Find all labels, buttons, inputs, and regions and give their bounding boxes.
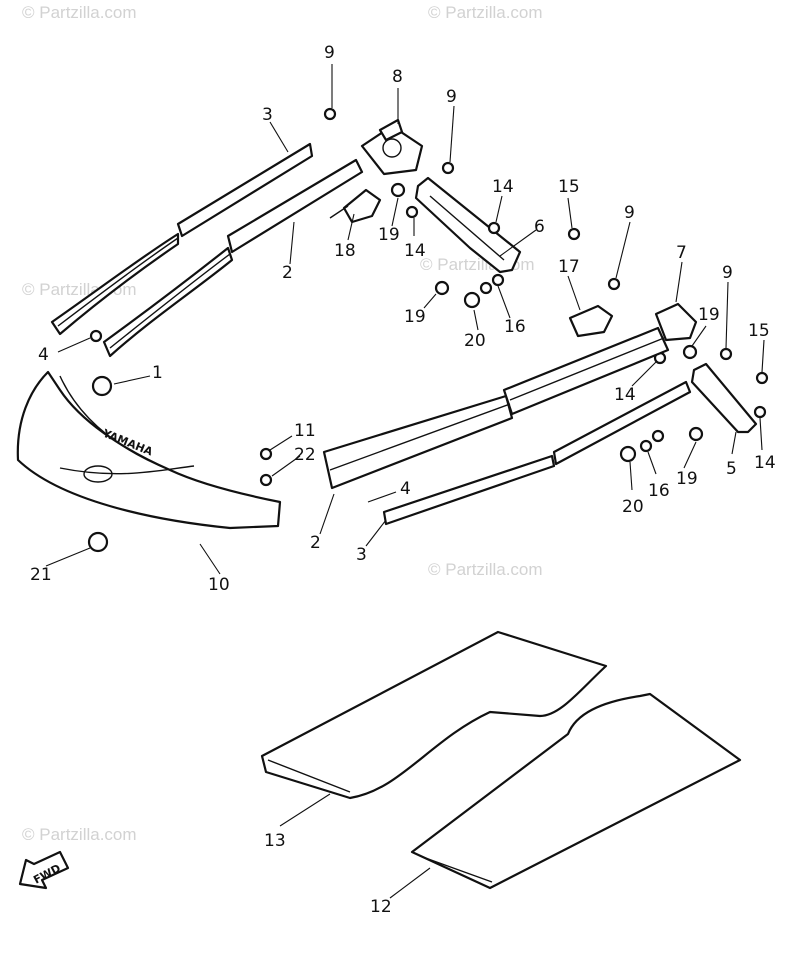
callout-14: 14 xyxy=(492,177,514,197)
callout-19: 19 xyxy=(378,225,400,245)
callout-3: 3 xyxy=(356,545,367,565)
watermark: © Partzilla.com xyxy=(22,3,137,22)
callout-7: 7 xyxy=(676,243,687,263)
callout-22: 22 xyxy=(294,445,316,465)
callout-12: 12 xyxy=(370,897,392,917)
leader-lines xyxy=(45,64,765,899)
watermark: © Partzilla.com xyxy=(428,560,543,579)
callout-20: 20 xyxy=(622,497,644,517)
callout-19: 19 xyxy=(404,307,426,327)
callout-14: 14 xyxy=(754,453,776,473)
part-17 xyxy=(568,304,614,338)
callout-11: 11 xyxy=(294,421,316,441)
callout-9: 9 xyxy=(446,87,457,107)
callout-9: 9 xyxy=(624,203,635,223)
callout-3: 3 xyxy=(262,105,273,125)
rail-2-lower xyxy=(322,326,670,490)
callout-14: 14 xyxy=(614,385,636,405)
bracket-8 xyxy=(360,118,424,176)
callout-4: 4 xyxy=(38,345,49,365)
callout-9: 9 xyxy=(722,263,733,283)
callout-14: 14 xyxy=(404,241,426,261)
part-18 xyxy=(329,188,382,224)
callout-10: 10 xyxy=(208,575,230,595)
mat-13 xyxy=(260,630,608,800)
callout-16: 16 xyxy=(504,317,526,337)
callout-13: 13 xyxy=(264,831,286,851)
rail-3-upper xyxy=(50,142,314,336)
callout-9: 9 xyxy=(324,43,335,63)
callout-16: 16 xyxy=(648,481,670,501)
watermarks: © Partzilla.com © Partzilla.com © Partzi… xyxy=(22,3,543,844)
hardware xyxy=(87,107,769,553)
callout-1: 1 xyxy=(152,363,163,383)
callout-15: 15 xyxy=(748,321,770,341)
callout-17: 17 xyxy=(558,257,580,277)
rail-3-lower xyxy=(382,380,692,526)
callout-20: 20 xyxy=(464,331,486,351)
callout-18: 18 xyxy=(334,241,356,261)
callout-5: 5 xyxy=(726,459,737,479)
callout-4: 4 xyxy=(400,479,411,499)
callout-8: 8 xyxy=(392,67,403,87)
bracket-6 xyxy=(414,176,522,274)
callout-15: 15 xyxy=(558,177,580,197)
callout-2: 2 xyxy=(282,263,293,283)
callout-21: 21 xyxy=(30,565,52,585)
callout-19: 19 xyxy=(676,469,698,489)
fwd-arrow-icon: FWD xyxy=(18,850,70,890)
front-cover-10: YAMAHA xyxy=(16,370,282,530)
mat-12 xyxy=(410,692,742,890)
callout-6: 6 xyxy=(534,217,545,237)
bracket-5 xyxy=(690,362,758,434)
callouts: 9 8 9 3 14 15 6 9 7 9 2 18 19 14 17 19 2… xyxy=(30,43,776,917)
callout-19: 19 xyxy=(698,305,720,325)
watermark: © Partzilla.com xyxy=(22,825,137,844)
watermark: © Partzilla.com xyxy=(428,3,543,22)
bracket-7 xyxy=(654,302,698,342)
rail-2-upper xyxy=(102,158,364,358)
callout-2: 2 xyxy=(310,533,321,553)
